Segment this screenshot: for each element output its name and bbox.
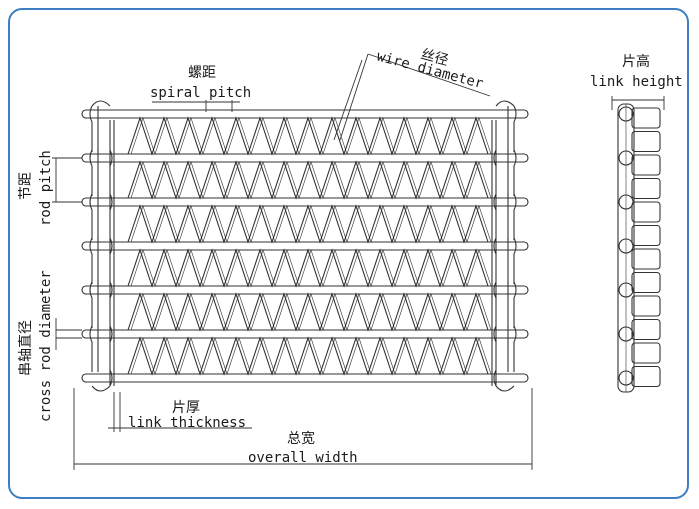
right-edge-link xyxy=(89,193,113,255)
left-edge-link xyxy=(493,281,517,343)
link-height-cn-label: 片高 xyxy=(622,53,650,70)
cross-rod xyxy=(86,241,529,251)
cross-rod xyxy=(86,329,529,339)
spiral-wire xyxy=(127,160,489,200)
spiral-wire xyxy=(127,336,489,376)
side-rod-circle xyxy=(618,106,634,122)
side-rod-circle xyxy=(618,282,634,298)
right-edge-link xyxy=(89,149,113,211)
rod-end xyxy=(81,329,87,339)
left-edge-link xyxy=(493,193,517,255)
side-plate xyxy=(631,365,661,388)
belt-drawing xyxy=(81,100,529,392)
overall-width-en-label: overall width xyxy=(248,450,358,466)
spiral-pitch-cn-label: 螺距 xyxy=(188,65,216,81)
side-plate xyxy=(631,224,661,247)
spiral-wire-edge xyxy=(130,293,492,331)
rod-end xyxy=(81,373,87,383)
right-edge-link xyxy=(89,325,113,387)
spiral-wire xyxy=(127,292,489,332)
right-edge-link xyxy=(89,237,113,299)
wire-diameter-leader xyxy=(339,53,369,141)
left-edge-link xyxy=(493,325,517,387)
diagram-frame xyxy=(8,8,689,499)
top-link-end xyxy=(91,100,111,107)
cross-rod xyxy=(86,373,529,383)
link-thickness-cn-label: 片厚 xyxy=(172,400,200,416)
left-edge-link xyxy=(493,105,517,167)
rod-end xyxy=(81,197,87,207)
rod-end xyxy=(81,241,87,251)
wire-diameter-leader xyxy=(333,59,363,141)
bottom-link-end xyxy=(91,385,111,392)
link-thickness-en-label: link thickness xyxy=(128,415,246,431)
cross-rod xyxy=(86,197,529,207)
spiral-wire xyxy=(127,204,489,244)
side-plate xyxy=(631,318,661,341)
cross-rod xyxy=(86,285,529,295)
side-plate xyxy=(631,271,661,294)
side-plate xyxy=(631,295,661,317)
rod-end xyxy=(81,285,87,295)
rod-pitch-cn-label: 节距 xyxy=(18,172,34,200)
rod-end xyxy=(81,109,87,119)
spiral-wire-edge xyxy=(130,337,492,375)
side-view xyxy=(617,103,661,393)
dimension-lines xyxy=(52,53,665,470)
side-plate xyxy=(631,177,661,200)
cross-rod xyxy=(86,109,529,119)
right-edge-link xyxy=(89,281,113,343)
side-plate xyxy=(631,342,661,364)
side-rod-circle xyxy=(618,370,634,386)
spiral-wire-edge xyxy=(130,205,492,243)
top-link-end xyxy=(495,100,515,107)
link-height-en-label: link height xyxy=(590,74,683,90)
wire-diameter-cn-label: 丝径 xyxy=(419,46,450,69)
right-edge-link xyxy=(89,105,113,167)
overall-width-cn-label: 总宽 xyxy=(287,430,315,447)
wire-diameter-leader xyxy=(367,53,491,97)
rod-end xyxy=(81,153,87,163)
rod-pitch-en-label: rod pitch xyxy=(38,150,54,226)
cross-rod xyxy=(86,153,529,163)
side-plate xyxy=(631,201,661,223)
side-rod-circle xyxy=(618,150,634,166)
cross-rod-en-label: cross rod diameter xyxy=(38,270,54,422)
side-plate xyxy=(631,107,661,129)
side-rod-circle xyxy=(618,238,634,254)
spiral-wire-edge xyxy=(130,161,492,199)
side-plate xyxy=(631,154,661,176)
cross-rod-cn-label: 串轴直径 xyxy=(17,320,34,376)
spiral-wire-edge xyxy=(130,117,492,155)
left-edge-link xyxy=(493,149,517,211)
spiral-wire-edge xyxy=(130,249,492,287)
bottom-link-end xyxy=(495,385,515,392)
spiral-pitch-en-label: spiral pitch xyxy=(150,85,251,101)
side-plate xyxy=(631,130,661,153)
left-edge-link xyxy=(493,237,517,299)
side-rod-circle xyxy=(618,326,634,342)
spiral-wire xyxy=(127,248,489,288)
spiral-wire xyxy=(127,116,489,156)
side-plate xyxy=(631,248,661,270)
